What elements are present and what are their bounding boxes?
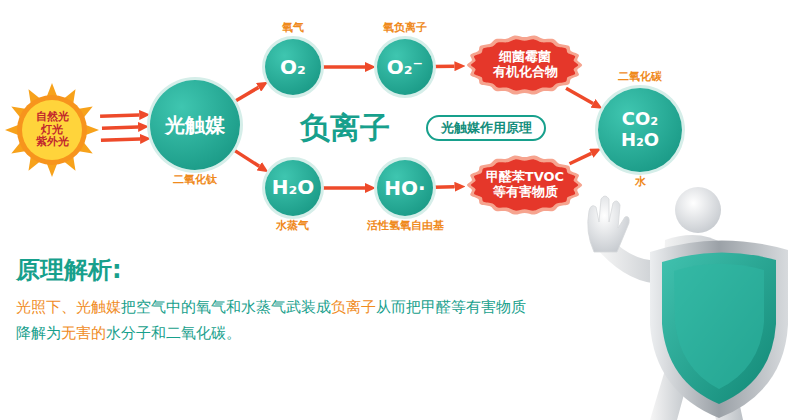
flow-arrow (322, 65, 365, 69)
section-title: 原理解析: (16, 254, 122, 286)
flow-arrow (100, 115, 139, 116)
paragraph-segment: 无害的 (61, 324, 106, 342)
paragraph-segment: 负离子 (331, 298, 376, 316)
node-caption: 二氧化碳 (618, 71, 662, 84)
shield-rim (650, 240, 788, 418)
oxygen-circle: 氧气O₂ (265, 39, 321, 95)
node-caption: 水蒸气 (276, 220, 309, 233)
node-caption: 氧气 (282, 22, 304, 35)
flow-arrow (322, 186, 365, 190)
node-label: O₂⁻ (387, 56, 423, 79)
figure-hand (588, 196, 629, 252)
node-label: HO· (384, 177, 425, 200)
flow-arrow (570, 153, 592, 163)
flow-arrow (434, 64, 454, 68)
paragraph-segment: 光照下、光触媒 (16, 298, 121, 316)
node-label: H₂O (272, 176, 315, 199)
flow-arrow (101, 139, 140, 140)
node-caption: 水 (635, 176, 646, 189)
water-vapor-circle: H₂O水蒸气 (265, 160, 321, 216)
paragraph-segment: 把空气中的氧气和水蒸气武装成 (121, 298, 331, 316)
node-label: 光触媒 (165, 114, 225, 137)
node-caption: 二氧化钛 (173, 174, 217, 187)
flow-arrow (102, 127, 138, 128)
explanation-paragraph: 光照下、光触媒把空气中的氧气和水蒸气武装成负离子从而把甲醛等有害物质降解为无害的… (16, 294, 538, 347)
center-heading: 负离子 (300, 108, 390, 149)
paragraph-segment: 水分子和二氧化碳。 (106, 324, 241, 342)
node-label: O₂ (280, 56, 306, 79)
node-caption: 氧负离子 (383, 22, 427, 35)
oxygen-anion-circle: 氧负离子O₂⁻ (377, 39, 433, 95)
shield-face (662, 252, 776, 404)
principle-pill: 光触媒作用原理 (426, 115, 546, 141)
node-label: 自然光 灯光 紫外光 (30, 111, 74, 149)
flow-arrow (235, 87, 259, 101)
pollutant-badge: 甲醛苯TVOC 等有害物质 (466, 154, 583, 216)
node-label: CO₂ H₂O (613, 109, 667, 150)
flow-arrow (566, 88, 593, 103)
node-label: 细菌霉菌 有机化合物 (483, 50, 566, 80)
light-source-sun: 自然光 灯光 紫外光 (17, 95, 87, 165)
flow-arrow (434, 185, 454, 189)
figure-head (675, 187, 721, 233)
node-label: 光触媒作用原理 (441, 121, 532, 136)
shield-highlight (674, 264, 764, 389)
flow-arrow (234, 150, 260, 166)
photocatalyst-circle: 光触媒二氧化钛 (150, 80, 240, 170)
product-circle: 二氧化碳CO₂ H₂O水 (598, 88, 682, 172)
node-caption: 活性氢氧自由基 (367, 220, 444, 233)
pollutant-badge: 细菌霉菌 有机化合物 (466, 34, 583, 96)
node-label: 甲醛苯TVOC 等有害物质 (483, 170, 566, 200)
hydroxyl-circle: HO·活性氢氧自由基 (377, 160, 433, 216)
